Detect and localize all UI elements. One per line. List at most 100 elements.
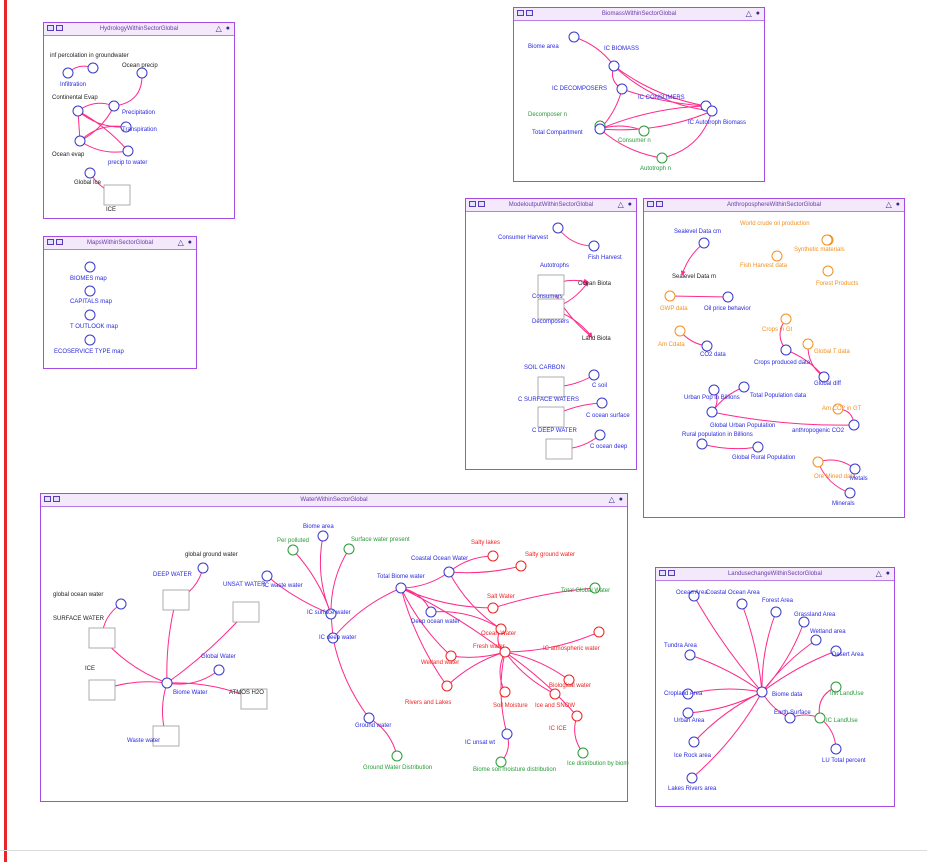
variable-node[interactable]	[770, 606, 782, 618]
variable-node[interactable]	[395, 582, 407, 594]
variable-node[interactable]	[563, 674, 575, 686]
node-circle-icon[interactable]	[515, 560, 527, 572]
lock-icon[interactable]: ●	[618, 496, 623, 503]
node-circle-icon[interactable]	[343, 543, 355, 555]
connector-arrow[interactable]	[574, 715, 584, 754]
node-circle-icon[interactable]	[115, 598, 127, 610]
connector-arrow[interactable]	[761, 639, 817, 693]
variable-node[interactable]	[577, 747, 589, 759]
variable-node[interactable]	[706, 105, 718, 117]
connector-arrow[interactable]	[430, 611, 502, 630]
window-icon[interactable]	[47, 239, 54, 245]
window-icon[interactable]	[47, 25, 54, 31]
stock-box-icon[interactable]	[537, 298, 565, 320]
variable-node[interactable]	[784, 712, 796, 724]
node-circle-icon[interactable]	[832, 403, 844, 415]
node-circle-icon[interactable]	[771, 250, 783, 262]
lock-icon[interactable]: ●	[755, 10, 760, 17]
node-circle-icon[interactable]	[656, 152, 668, 164]
variable-node[interactable]	[638, 125, 650, 137]
connector-arrow[interactable]	[557, 227, 595, 249]
connector-arrow[interactable]	[77, 102, 115, 112]
node-circle-icon[interactable]	[780, 313, 792, 325]
window-icon[interactable]	[44, 496, 51, 502]
variable-node[interactable]	[568, 31, 580, 43]
variable-node[interactable]	[136, 67, 148, 79]
node-circle-icon[interactable]	[287, 544, 299, 556]
variable-node[interactable]	[72, 105, 84, 117]
variable-node[interactable]	[588, 240, 600, 252]
variable-node[interactable]	[656, 152, 668, 164]
variable-node[interactable]	[588, 369, 600, 381]
node-circle-icon[interactable]	[674, 325, 686, 337]
node-circle-icon[interactable]	[736, 598, 748, 610]
node-circle-icon[interactable]	[686, 772, 698, 784]
node-circle-icon[interactable]	[395, 582, 407, 594]
variable-node[interactable]	[594, 123, 606, 135]
variable-node[interactable]	[674, 325, 686, 337]
variable-node[interactable]	[74, 135, 86, 147]
variable-node[interactable]	[722, 291, 734, 303]
node-circle-icon[interactable]	[798, 616, 810, 628]
node-circle-icon[interactable]	[638, 125, 650, 137]
node-circle-icon[interactable]	[682, 707, 694, 719]
variable-node[interactable]	[664, 290, 676, 302]
variable-node[interactable]	[501, 728, 513, 740]
variable-node[interactable]	[814, 712, 826, 724]
variable-node[interactable]	[87, 62, 99, 74]
node-circle-icon[interactable]	[589, 582, 601, 594]
variable-node[interactable]	[688, 590, 700, 602]
triangle-icon[interactable]: △	[215, 24, 222, 33]
node-circle-icon[interactable]	[84, 167, 96, 179]
node-circle-icon[interactable]	[495, 623, 507, 635]
map-icon[interactable]	[53, 496, 60, 502]
stock-box-icon[interactable]	[162, 589, 190, 611]
variable-node[interactable]	[84, 285, 96, 297]
node-circle-icon[interactable]	[74, 135, 86, 147]
node-circle-icon[interactable]	[684, 649, 696, 661]
node-circle-icon[interactable]	[812, 456, 824, 468]
anthro-sector-panel[interactable]: AnthroposphereWithinSectorGlobal△●Sealev…	[643, 198, 905, 518]
connector-arrow[interactable]	[292, 549, 333, 615]
variable-node[interactable]	[616, 83, 628, 95]
node-circle-icon[interactable]	[495, 756, 507, 768]
node-circle-icon[interactable]	[84, 309, 96, 321]
lock-icon[interactable]: ●	[225, 25, 230, 32]
connector-arrow[interactable]	[400, 587, 452, 657]
stock-box-icon[interactable]	[152, 725, 180, 747]
node-circle-icon[interactable]	[722, 291, 734, 303]
variable-node[interactable]	[706, 406, 718, 418]
connector-arrow[interactable]	[400, 587, 432, 613]
variable-node[interactable]	[441, 680, 453, 692]
variable-node[interactable]	[698, 237, 710, 249]
variable-node[interactable]	[120, 121, 132, 133]
window-icon[interactable]	[469, 201, 476, 207]
variable-node[interactable]	[738, 381, 750, 393]
variable-node[interactable]	[682, 688, 694, 700]
variable-node[interactable]	[688, 736, 700, 748]
node-circle-icon[interactable]	[698, 237, 710, 249]
variable-node[interactable]	[115, 598, 127, 610]
node-circle-icon[interactable]	[62, 67, 74, 79]
connector-arrow[interactable]	[332, 587, 402, 639]
triangle-icon[interactable]: △	[875, 569, 882, 578]
connector-arrow[interactable]	[492, 585, 596, 609]
variable-node[interactable]	[213, 664, 225, 676]
connector-arrow[interactable]	[599, 105, 707, 130]
node-circle-icon[interactable]	[122, 145, 134, 157]
variable-node[interactable]	[798, 616, 810, 628]
connector-arrow[interactable]	[689, 653, 763, 693]
variable-node[interactable]	[822, 265, 834, 277]
variable-node[interactable]	[84, 309, 96, 321]
connector-arrow[interactable]	[669, 294, 729, 300]
panel-title[interactable]: HydrologyWithinSectorGlobal△●	[44, 23, 234, 36]
variable-node[interactable]	[261, 570, 273, 582]
node-circle-icon[interactable]	[161, 677, 173, 689]
node-circle-icon[interactable]	[108, 100, 120, 112]
variable-node[interactable]	[62, 67, 74, 79]
map-icon[interactable]	[668, 570, 675, 576]
variable-node[interactable]	[197, 562, 209, 574]
node-circle-icon[interactable]	[830, 645, 842, 657]
variable-node[interactable]	[495, 756, 507, 768]
stock-box-icon[interactable]	[545, 438, 573, 460]
